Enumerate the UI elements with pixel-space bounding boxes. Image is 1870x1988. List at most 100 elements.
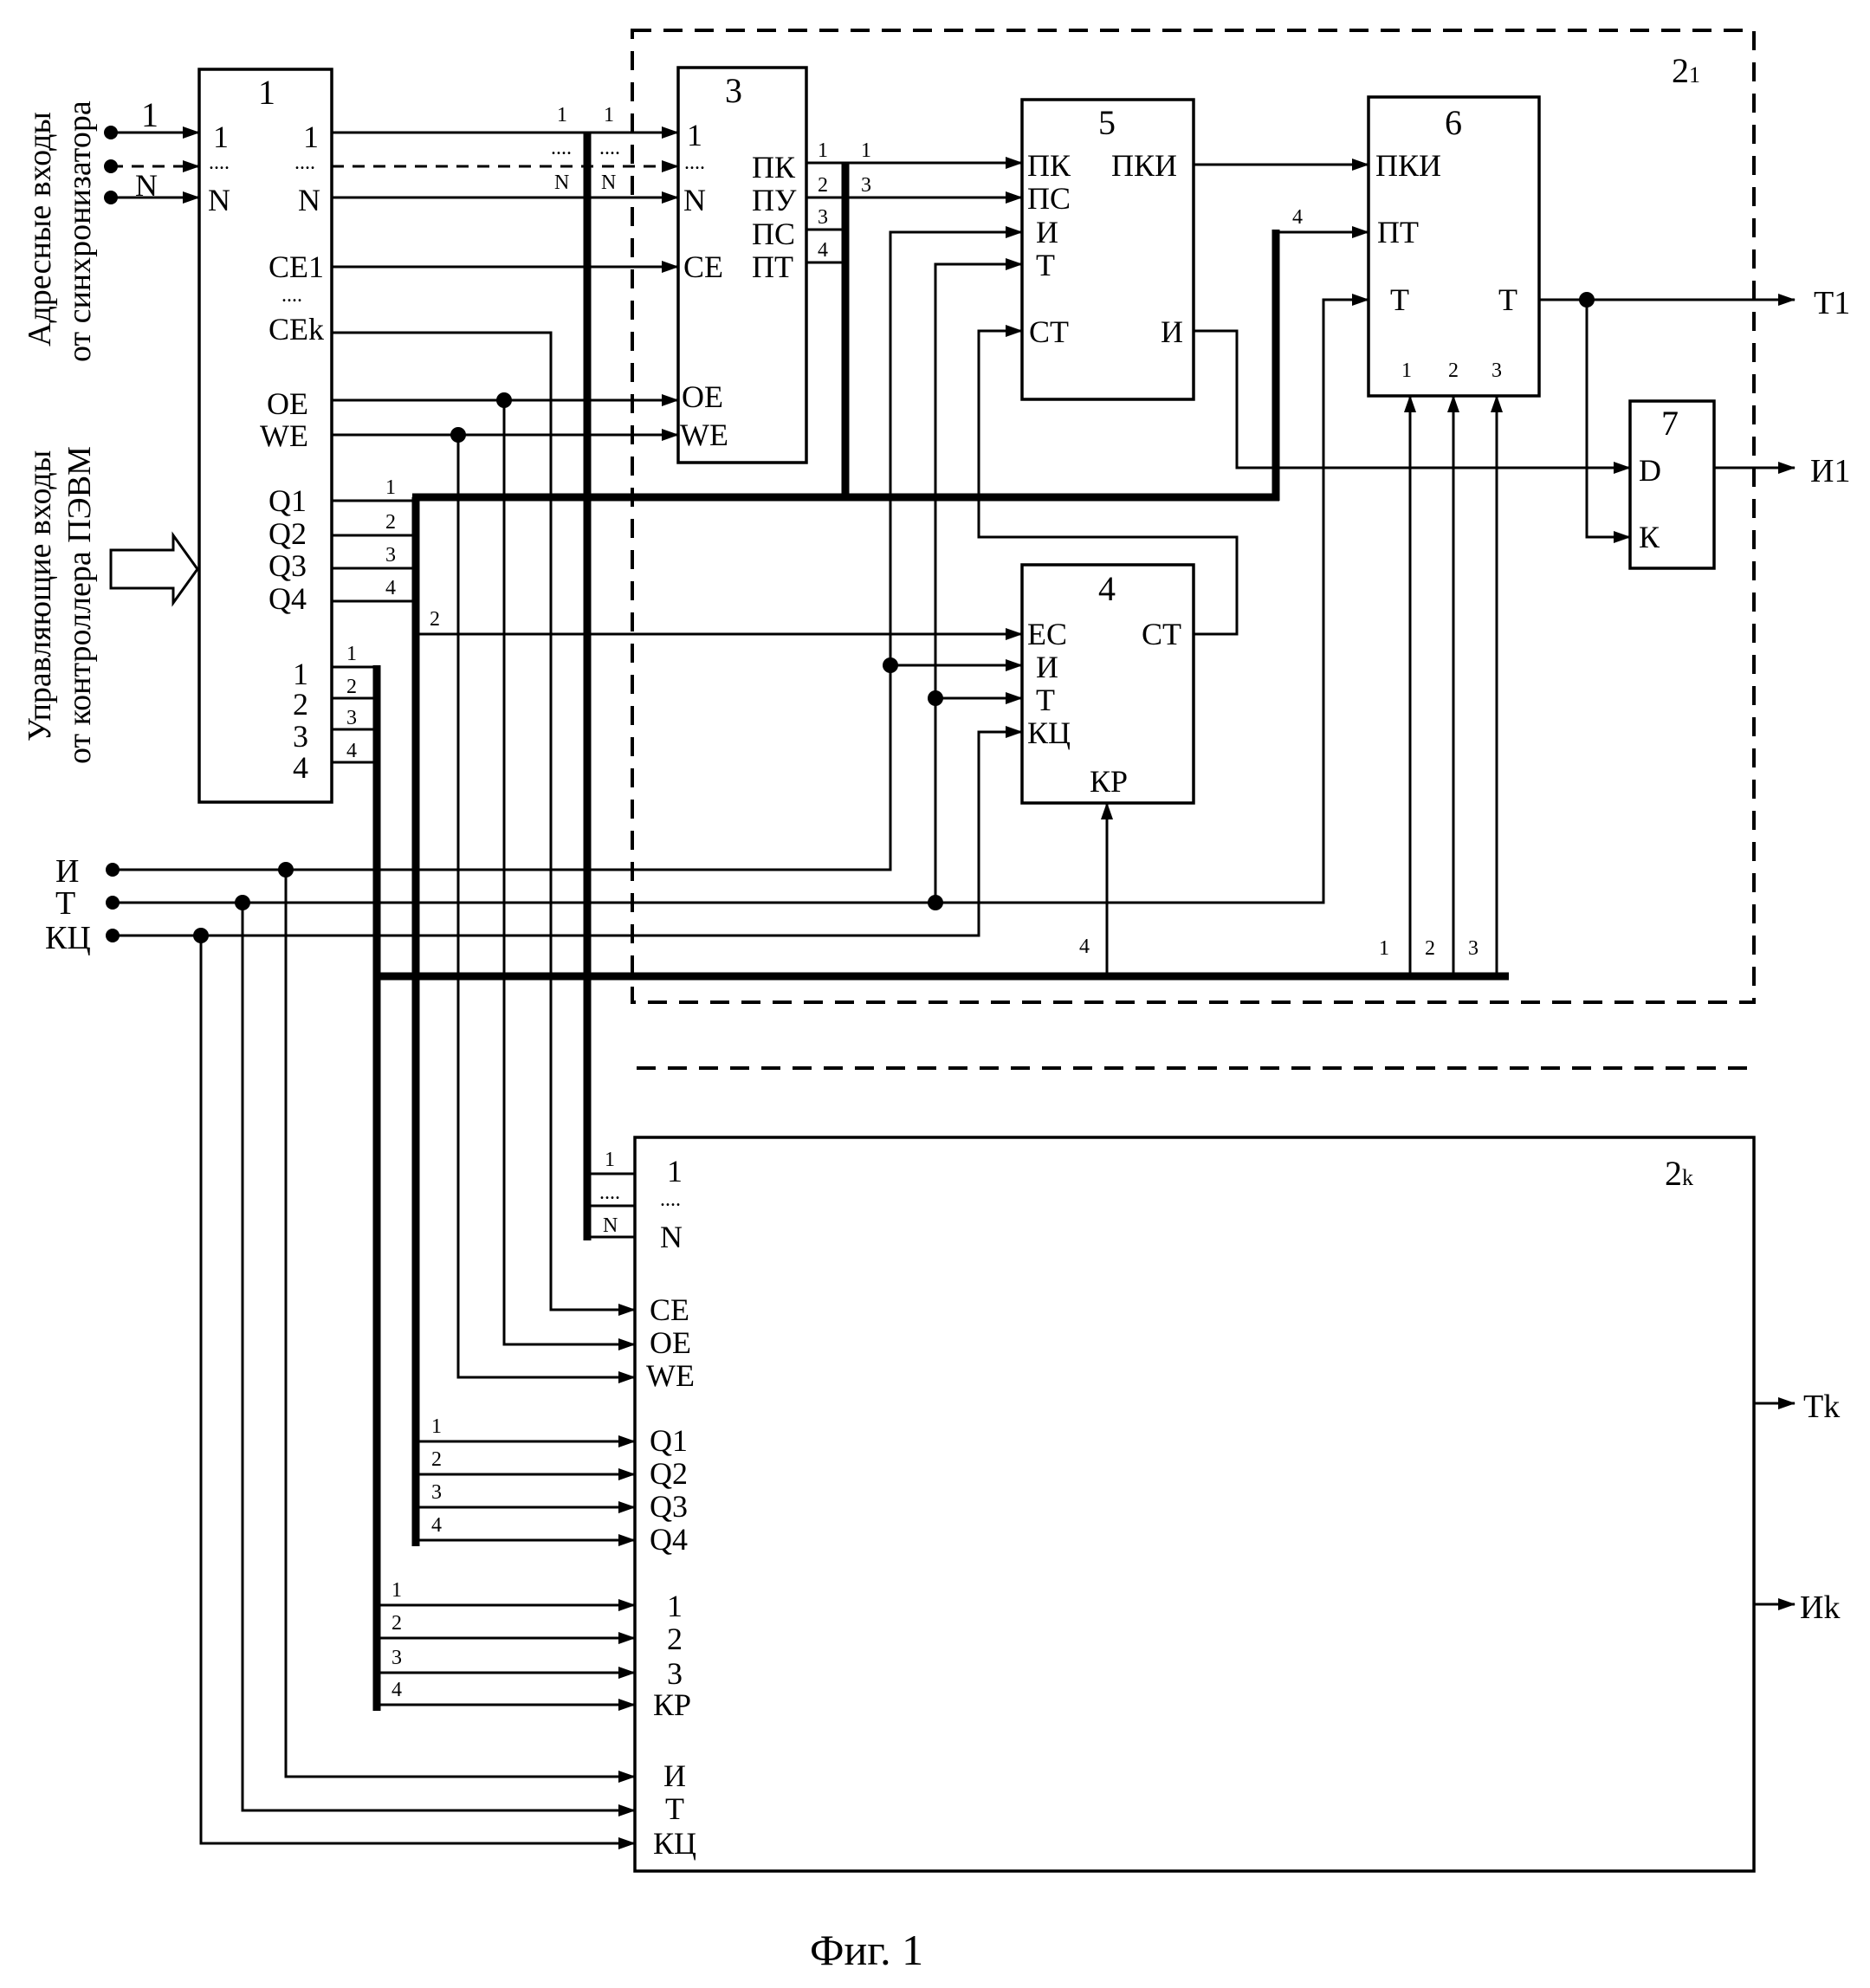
b3-bus-num-4: 4	[818, 239, 828, 262]
block-1-out-dots: ....	[294, 152, 315, 174]
bk-q-num-4: 4	[431, 1514, 442, 1537]
bk-mode-num-2: 2	[391, 1612, 402, 1635]
addr-in-N-label: N	[135, 168, 158, 203]
addr-in-1-label: 1	[141, 95, 159, 134]
block-4-es: ЕС	[1027, 617, 1067, 651]
block-7-d: D	[1639, 453, 1661, 488]
address-inputs-label-2: от синхронизатора	[61, 100, 98, 362]
block-1-in-dots: ....	[209, 152, 230, 174]
q-bus-num-4: 4	[385, 577, 396, 599]
group-2-1-sub: 1	[1689, 62, 1700, 87]
block-5-i-out: И	[1161, 314, 1183, 349]
b6-mode-num-3: 3	[1468, 937, 1479, 960]
group-2k-sub: k	[1682, 1165, 1693, 1190]
ext-i-to-b5	[890, 232, 1022, 665]
group-2-1-label: 21	[1672, 51, 1700, 90]
block-2k-we: WE	[646, 1358, 695, 1393]
mode-num-2: 2	[346, 676, 357, 698]
block-2k-kr: КР	[653, 1687, 691, 1722]
block-1-ce-dots: ....	[281, 284, 302, 307]
bus-addr-N-left: N	[554, 172, 569, 194]
block-2k-p1: 1	[667, 1589, 683, 1623]
block-4-st: СТ	[1142, 617, 1181, 651]
block-3-ps: ПС	[752, 217, 795, 251]
block-7-num: 7	[1661, 404, 1679, 443]
block-3-num: 3	[725, 71, 742, 110]
block-7-k: К	[1639, 520, 1660, 554]
mode-num-1: 1	[346, 643, 357, 665]
block-6-p2: 2	[1448, 359, 1459, 382]
block-1-q4: Q4	[269, 581, 307, 616]
ext-input-kc-label: КЦ	[45, 920, 91, 956]
ext-t-to-bk	[243, 903, 635, 1810]
block-3-oe: OE	[682, 379, 723, 414]
block-5-ps: ПС	[1027, 181, 1071, 216]
block-2k-p2: 2	[667, 1622, 683, 1656]
output-ik: Иk	[1800, 1590, 1840, 1626]
block-5-t: Т	[1036, 248, 1055, 282]
block-2k-q4: Q4	[650, 1522, 688, 1557]
block-6-num: 6	[1445, 103, 1462, 142]
block-3-in1: 1	[687, 118, 702, 152]
block-6-t: Т	[1390, 282, 1409, 317]
block-4-kc: КЦ	[1027, 716, 1071, 750]
block-3-inN: N	[683, 183, 706, 217]
block-6-pt: ПТ	[1377, 215, 1419, 249]
block-1-q1: Q1	[269, 483, 307, 518]
mode-num-4: 4	[346, 740, 357, 762]
t1-to-b7-k	[1587, 300, 1630, 537]
bus-addr-1-right: 1	[604, 104, 614, 126]
block-6-pki: ПКИ	[1375, 148, 1441, 183]
block-1-p2: 2	[293, 687, 308, 722]
block-4-kr: КР	[1090, 764, 1128, 799]
block-4-i: И	[1036, 650, 1058, 684]
block-5-pki: ПКИ	[1111, 148, 1177, 183]
block-2k-q3: Q3	[650, 1489, 688, 1524]
b3-bus-num-2: 2	[818, 174, 828, 197]
bus-addr-dots-right: ....	[599, 137, 620, 159]
block-1-we: WE	[260, 418, 308, 453]
block-1-out1: 1	[303, 120, 319, 154]
block-2k	[635, 1137, 1754, 1871]
block-2k-q1: Q1	[650, 1423, 688, 1458]
block-6-p3: 3	[1491, 359, 1502, 382]
b5-bus-num-3: 3	[861, 174, 871, 197]
block-1-ce1: CE1	[269, 249, 324, 284]
block-1-p3: 3	[293, 719, 308, 754]
block-3-pt: ПТ	[752, 249, 793, 284]
block-2k-q2: Q2	[650, 1456, 688, 1491]
output-i1: И1	[1810, 453, 1850, 489]
block-1-num: 1	[258, 73, 275, 112]
block-1-in1: 1	[213, 120, 229, 154]
block-2k-t: Т	[665, 1791, 684, 1826]
block-2k-kc: КЦ	[653, 1826, 696, 1861]
block-2k-inN: N	[660, 1220, 683, 1254]
bk-q-num-1: 1	[431, 1415, 442, 1438]
block-1-q2: Q2	[269, 516, 307, 551]
b5-bus-num-1: 1	[861, 139, 871, 162]
ext-input-i-label: И	[55, 853, 79, 890]
block-6-p1: 1	[1401, 359, 1412, 382]
block-3-pu: ПУ	[752, 183, 797, 217]
q-bus-num-2: 2	[385, 511, 396, 534]
block-1-q3: Q3	[269, 548, 307, 583]
control-inputs-label-2: от контроллера ПЭВМ	[61, 446, 98, 764]
mode-num-3: 3	[346, 707, 357, 729]
bk-q-num-3: 3	[431, 1481, 442, 1504]
control-inputs-label-1: Управляющие входы	[22, 450, 58, 741]
block-2k-in1: 1	[667, 1154, 683, 1188]
q-bus-num-3: 3	[385, 544, 396, 567]
output-t1: Т1	[1814, 285, 1850, 321]
b4-es-bus-num: 2	[430, 608, 440, 631]
bk-addr-num-dots: ....	[599, 1182, 620, 1204]
b3-bus-num-3: 3	[818, 206, 828, 229]
block-3-in-dots: ....	[684, 152, 705, 174]
block-1-cek: CEk	[269, 312, 324, 346]
block-6-t-out: Т	[1498, 282, 1517, 317]
block-2k-oe: OE	[650, 1325, 691, 1360]
bk-mode-num-4: 4	[391, 1679, 402, 1701]
block-2k-p3: 3	[667, 1656, 683, 1691]
q-bus-num-1: 1	[385, 476, 396, 499]
block-4-num: 4	[1098, 569, 1116, 608]
